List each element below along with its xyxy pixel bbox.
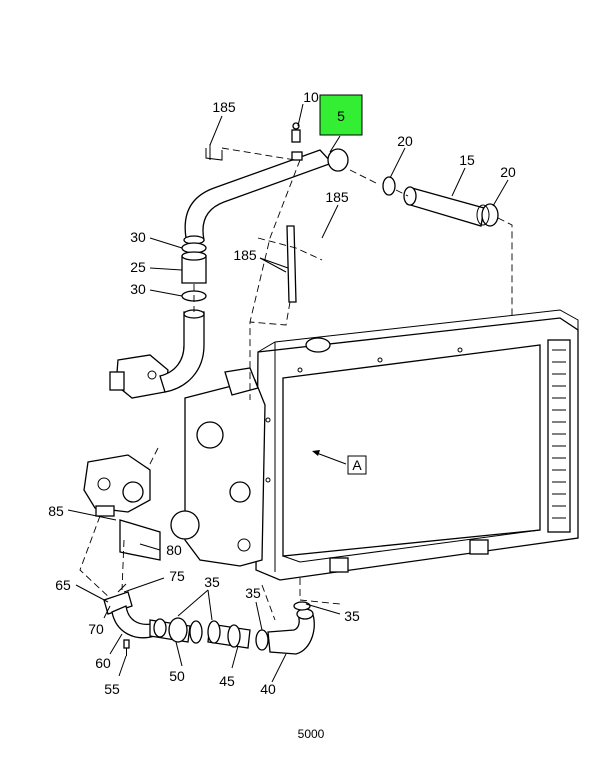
radiator-core-fins	[547, 339, 571, 533]
engine-front-cover	[170, 367, 266, 567]
callout-80: 80	[166, 542, 182, 558]
radiator-assembly	[255, 309, 579, 581]
routing-dashed-lines	[79, 147, 513, 621]
callout-20-left: 20	[397, 133, 413, 149]
leader-lines	[67, 103, 509, 683]
callout-50: 50	[169, 668, 185, 684]
callout-30-lower: 30	[130, 281, 146, 297]
callout-20-right: 20	[500, 164, 516, 180]
figure-code: 5000	[298, 727, 325, 741]
view-A-label: A	[352, 457, 362, 473]
callout-185-left: 185	[233, 247, 257, 263]
callout-85: 85	[48, 503, 64, 519]
callout-40: 40	[260, 681, 276, 697]
tube-assembly-15	[382, 176, 499, 227]
bracket-70	[103, 591, 133, 615]
callout-65: 65	[55, 577, 71, 593]
lower-elbow-60	[111, 605, 156, 639]
bolt-55	[123, 639, 130, 656]
clamp-35-right	[255, 629, 269, 651]
hose-to-thermostat	[159, 311, 205, 393]
callout-70: 70	[88, 621, 104, 637]
callout-25: 25	[130, 259, 146, 275]
callout-60: 60	[95, 655, 111, 671]
hose-clip-185	[205, 148, 223, 161]
callout-185-top: 185	[212, 99, 236, 115]
callout-30-upper: 30	[130, 229, 146, 245]
callout-35-right: 35	[344, 608, 360, 624]
upper-radiator-hose	[184, 149, 334, 241]
water-pump-housing	[109, 354, 169, 399]
callout-75: 75	[169, 568, 185, 584]
callout-55: 55	[104, 681, 120, 697]
bleed-fitting-10	[291, 122, 303, 161]
callout-185-mid: 185	[325, 189, 349, 205]
pump-body-lower	[83, 454, 151, 517]
callout-35-mid: 35	[245, 585, 261, 601]
clamp-35-left	[189, 620, 203, 644]
callout-45: 45	[219, 673, 235, 689]
bracket-80	[119, 519, 161, 561]
callout-5[interactable]: 5	[337, 108, 345, 124]
view-A-box	[347, 455, 367, 475]
hose-bracket-185	[286, 225, 297, 303]
highlight-box-5[interactable]	[319, 94, 363, 136]
callout-10: 10	[303, 89, 319, 105]
callout-35-left: 35	[204, 574, 220, 590]
callout-15: 15	[459, 152, 475, 168]
